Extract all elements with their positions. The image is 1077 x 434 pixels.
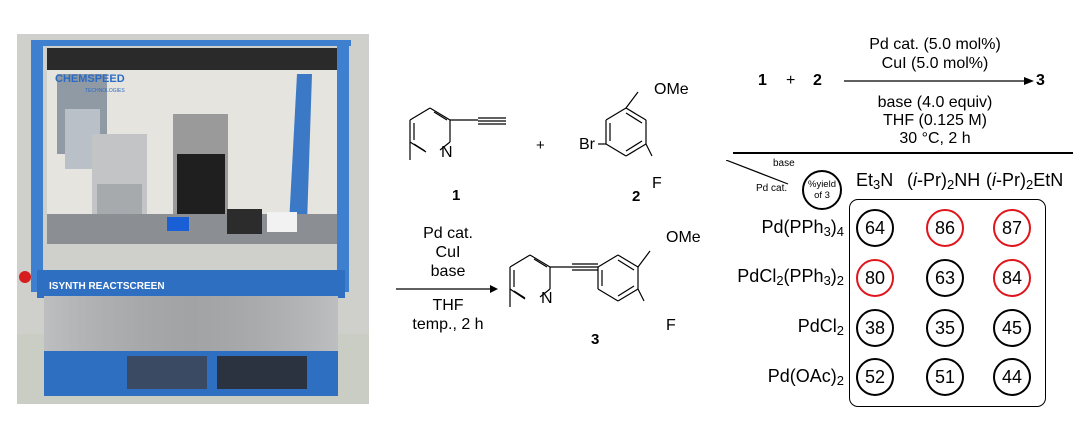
group-ome-2: OMe [654, 81, 689, 98]
eq-reactant-1: 1 [758, 72, 767, 89]
condition-temp: temp., 2 h [412, 316, 484, 333]
opt-arrow [844, 77, 1034, 85]
yield-cell: 87 [993, 209, 1031, 247]
brand-subtext: TECHNOLOGIES [85, 88, 125, 94]
divider-line [733, 152, 1073, 154]
row-label-pd-oac-2: Pd(OAc)2 [767, 366, 844, 389]
yield-cell: 84 [993, 259, 1031, 297]
model-text: ISYNTH REACTSCREEN [49, 281, 165, 292]
opt-condition-base: base (4.0 equiv) [877, 94, 993, 111]
opt-condition-thf: THF (0.125 M) [882, 112, 987, 129]
condition-thf: THF [432, 297, 464, 314]
instrument-photo: CHEMSPEED TECHNOLOGIES ISYNTH REACTSCREE… [17, 34, 369, 404]
scheme-conditions-above: Pd cat. CuI base [393, 224, 503, 281]
condition-cui: CuI [435, 244, 461, 261]
compound-2-label: 2 [632, 188, 641, 205]
group-ome-3: OMe [666, 229, 701, 246]
yield-cell: 52 [856, 358, 894, 396]
legend-yield-text: %yield [808, 179, 836, 190]
yield-cell: 44 [993, 358, 1031, 396]
col-header-ipr2etn: (i-Pr)2EtN [986, 170, 1064, 193]
condition-pd-cat: Pd cat. [423, 225, 473, 242]
legend-of3-text: of 3 [814, 190, 830, 201]
opt-condition-cui: CuI (5.0 mol%) [881, 55, 989, 72]
scheme-conditions-below: THF temp., 2 h [393, 296, 503, 334]
yield-cell: 38 [856, 309, 894, 347]
yield-cell: 51 [926, 358, 964, 396]
opt-conditions-above: Pd cat. (5.0 mol%) CuI (5.0 mol%) [840, 35, 1030, 73]
row-label-pd-pph3-4: Pd(PPh3)4 [761, 217, 844, 240]
scheme-arrow-head [490, 285, 498, 293]
atom-n-3: N [541, 290, 553, 307]
eq-plus: + [786, 72, 796, 89]
yield-cell: 45 [993, 309, 1031, 347]
condition-base: base [430, 263, 466, 280]
col-header-et3n: Et3N [856, 170, 894, 193]
reaction-scheme [396, 91, 653, 307]
atom-br: Br [579, 136, 595, 153]
compound-1-structure [409, 107, 506, 160]
eq-reactant-2: 2 [813, 72, 822, 89]
yield-legend-circle: %yield of 3 [802, 170, 842, 210]
row-label-pdcl2-pph3-2: PdCl2(PPh3)2 [737, 266, 844, 289]
corner-base-label: base [773, 158, 795, 169]
atom-f-3: F [666, 317, 676, 334]
yield-grid-box [849, 199, 1046, 407]
yield-cell: 64 [856, 209, 894, 247]
plus-sign: + [536, 137, 545, 154]
opt-conditions-below: base (4.0 equiv) THF (0.125 M) 30 °C, 2 … [840, 94, 1030, 148]
yield-cell: 63 [926, 259, 964, 297]
yield-cell: 35 [926, 309, 964, 347]
compound-2-structure [598, 91, 653, 157]
compound-1-label: 1 [452, 187, 461, 204]
yield-cell: 80 [856, 259, 894, 297]
brand-text: CHEMSPEED [55, 73, 125, 85]
corner-diagonal [726, 160, 789, 185]
row-label-pdcl2: PdCl2 [797, 316, 844, 339]
instrument-illustration: CHEMSPEED TECHNOLOGIES ISYNTH REACTSCREE… [17, 34, 369, 404]
compound-3-structure [509, 250, 651, 307]
eq-product: 3 [1036, 72, 1045, 89]
col-header-ipr2nh: (i-Pr)2NH [907, 170, 981, 193]
atom-n-1: N [441, 144, 453, 161]
compound-3-label: 3 [591, 331, 600, 348]
yield-cell: 86 [926, 209, 964, 247]
corner-pdcat-label: Pd cat. [756, 183, 788, 194]
opt-condition-pd: Pd cat. (5.0 mol%) [869, 36, 1001, 53]
opt-condition-temp: 30 °C, 2 h [899, 130, 971, 147]
atom-f-2: F [652, 175, 662, 192]
